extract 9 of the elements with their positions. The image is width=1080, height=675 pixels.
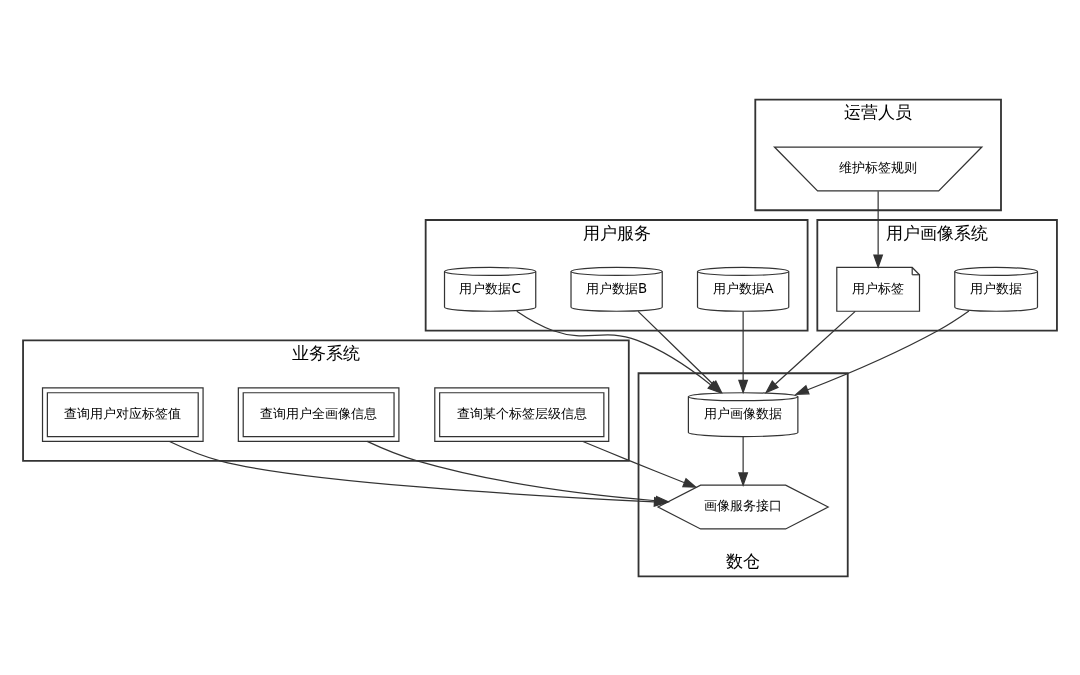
- arrow: [794, 309, 970, 395]
- node-box: 查询用户全画像信息: [237, 386, 400, 442]
- node-box: 查询用户对应标签值: [41, 386, 204, 442]
- arrow: [764, 310, 856, 394]
- arrow: [738, 435, 749, 487]
- node-box: 查询某个标签层级信息: [434, 386, 610, 442]
- arrow: [873, 190, 884, 269]
- arrow: [582, 440, 698, 488]
- arrow: [738, 310, 749, 394]
